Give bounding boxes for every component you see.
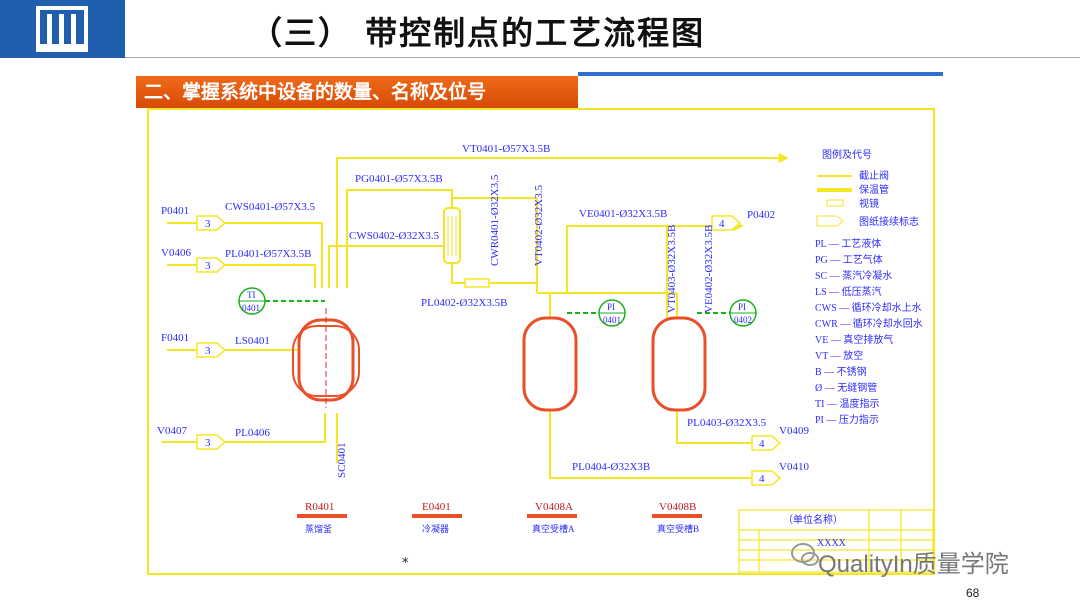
wechat-icon	[791, 543, 819, 566]
svg-text:LS0401: LS0401	[235, 335, 270, 347]
svg-text:CWR0401-Ø32X3.5: CWR0401-Ø32X3.5	[489, 174, 501, 266]
pipe-labels: VT0401-Ø57X3.5B PG0401-Ø57X3.5B CWS0401-…	[225, 143, 767, 478]
title-divider	[125, 57, 1080, 58]
svg-text:0401: 0401	[603, 315, 621, 325]
svg-text:VT — 放空: VT — 放空	[815, 349, 863, 362]
svg-text:PL0403-Ø32X3.5: PL0403-Ø32X3.5	[687, 417, 767, 429]
svg-text:CWS0401-Ø57X3.5: CWS0401-Ø57X3.5	[225, 201, 316, 213]
condenser-e0401	[443, 207, 461, 264]
svg-text:PL0404-Ø32X3B: PL0404-Ø32X3B	[572, 461, 650, 473]
title-block	[738, 509, 934, 573]
svg-text:PL0406: PL0406	[235, 427, 270, 439]
equipment-labels: R0401 E0401 V0408A V0408B 蒸馏釜 冷凝器 真空受槽A …	[297, 501, 702, 534]
svg-text:4: 4	[719, 218, 725, 230]
svg-text:3: 3	[205, 260, 211, 272]
watermark	[790, 540, 1060, 576]
svg-text:冷凝器: 冷凝器	[422, 523, 449, 534]
svg-text:V0409: V0409	[779, 425, 809, 437]
svg-text:TI: TI	[247, 290, 256, 300]
svg-text:PG — 工艺气体: PG — 工艺气体	[815, 253, 883, 266]
svg-text:PL0401-Ø57X3.5B: PL0401-Ø57X3.5B	[225, 248, 311, 260]
title-block-row: XXXX	[817, 538, 847, 549]
svg-text:蒸馏釜: 蒸馏釜	[305, 523, 332, 534]
svg-text:真空受槽A: 真空受槽A	[532, 523, 575, 534]
receiver-v0408b	[651, 316, 707, 412]
pipelines	[162, 153, 789, 479]
svg-text:VT0403-Ø32X3.5B: VT0403-Ø32X3.5B	[666, 225, 678, 313]
svg-text:SC — 蒸汽冷凝水: SC — 蒸汽冷凝水	[815, 269, 892, 282]
svg-text:3: 3	[205, 218, 211, 230]
university-logo	[0, 0, 125, 58]
svg-text:P0401: P0401	[161, 205, 189, 217]
accent-bar	[578, 72, 943, 76]
sight-glass	[464, 278, 490, 288]
svg-text:PL0402-Ø32X3.5B: PL0402-Ø32X3.5B	[421, 297, 507, 309]
svg-text:SC0401: SC0401	[336, 443, 348, 478]
stream-tags: P0401 V0406 F0401 V0407 P0402 V0409 V041…	[157, 205, 809, 473]
legend: 图例及代号 截止阀 保温管 视镜 图纸接续标志 PL — 工艺液体 PG — 工…	[815, 148, 923, 426]
svg-text:PI: PI	[738, 302, 746, 312]
svg-text:CWS0402-Ø32X3.5: CWS0402-Ø32X3.5	[349, 230, 440, 242]
svg-text:视镜: 视镜	[859, 197, 879, 210]
svg-text:VE — 真空排放气: VE — 真空排放气	[815, 333, 893, 346]
stream-connectors	[196, 215, 782, 486]
svg-text:VT0401-Ø57X3.5B: VT0401-Ø57X3.5B	[462, 143, 550, 155]
svg-text:0402: 0402	[734, 315, 752, 325]
svg-text:截止阀: 截止阀	[859, 169, 889, 182]
svg-text:V0408B: V0408B	[659, 501, 696, 513]
svg-text:PI: PI	[607, 302, 615, 312]
svg-text:CWS — 循环冷却水上水: CWS — 循环冷却水上水	[815, 301, 922, 314]
svg-text:3: 3	[205, 437, 211, 449]
svg-text:P0402: P0402	[747, 209, 775, 221]
svg-text:PG0401-Ø57X3.5B: PG0401-Ø57X3.5B	[355, 173, 443, 185]
svg-text:V0410: V0410	[779, 461, 809, 473]
svg-text:3: 3	[205, 345, 211, 357]
svg-text:保温管: 保温管	[859, 183, 889, 196]
footnote-star: *	[402, 556, 409, 571]
svg-text:VE0402-Ø32X3.5B: VE0402-Ø32X3.5B	[703, 225, 715, 313]
svg-text:PI — 压力指示: PI — 压力指示	[815, 413, 879, 426]
svg-text:R0401: R0401	[305, 501, 334, 513]
svg-text:B — 不锈钢: B — 不锈钢	[815, 365, 867, 378]
svg-text:VT0402-Ø32X3.5: VT0402-Ø32X3.5	[533, 185, 545, 266]
process-flow-diagram: 3 3 3 3 4 4 4 TI 0401 PI 0401	[147, 108, 935, 575]
receiver-v0408a	[522, 316, 578, 412]
svg-text:0401: 0401	[242, 303, 260, 313]
svg-text:TI — 温度指示: TI — 温度指示	[815, 397, 879, 410]
stream-connector-numbers: 3 3 3 3 4 4 4	[205, 218, 765, 485]
svg-text:CWR — 循环冷却水回水: CWR — 循环冷却水回水	[815, 317, 923, 330]
svg-text:图例及代号: 图例及代号	[822, 148, 872, 161]
svg-text:PL — 工艺液体: PL — 工艺液体	[815, 237, 881, 250]
svg-text:4: 4	[759, 438, 765, 450]
instrument-pi0402: PI 0402	[697, 299, 757, 327]
instrument-pi0401: PI 0401	[567, 299, 626, 327]
svg-text:Ø — 无缝钢管: Ø — 无缝钢管	[815, 381, 877, 394]
svg-text:LS — 低压蒸汽: LS — 低压蒸汽	[815, 285, 882, 298]
svg-text:V0407: V0407	[157, 425, 187, 437]
svg-text:V0406: V0406	[161, 247, 191, 259]
svg-text:VE0401-Ø32X3.5B: VE0401-Ø32X3.5B	[579, 208, 667, 220]
section-banner: 二、掌握系统中设备的数量、名称及位号	[136, 76, 578, 108]
slide-title: （三） 带控制点的工艺流程图	[250, 14, 706, 52]
watermark-text: QualityIn质量学院	[818, 551, 1009, 578]
svg-text:F0401: F0401	[161, 332, 189, 344]
svg-text:E0401: E0401	[422, 501, 451, 513]
instrument-ti0401: TI 0401	[238, 287, 325, 315]
svg-text:真空受槽B: 真空受槽B	[657, 523, 699, 534]
page-number: 68	[966, 586, 980, 600]
svg-text:4: 4	[759, 473, 765, 485]
logo-icon	[36, 6, 88, 52]
drawing-frame	[147, 108, 935, 575]
reactor-r0401	[292, 308, 360, 408]
title-block-unit: （单位名称）	[783, 513, 843, 526]
svg-text:图纸接续标志: 图纸接续标志	[859, 215, 919, 228]
svg-text:V0408A: V0408A	[535, 501, 573, 513]
